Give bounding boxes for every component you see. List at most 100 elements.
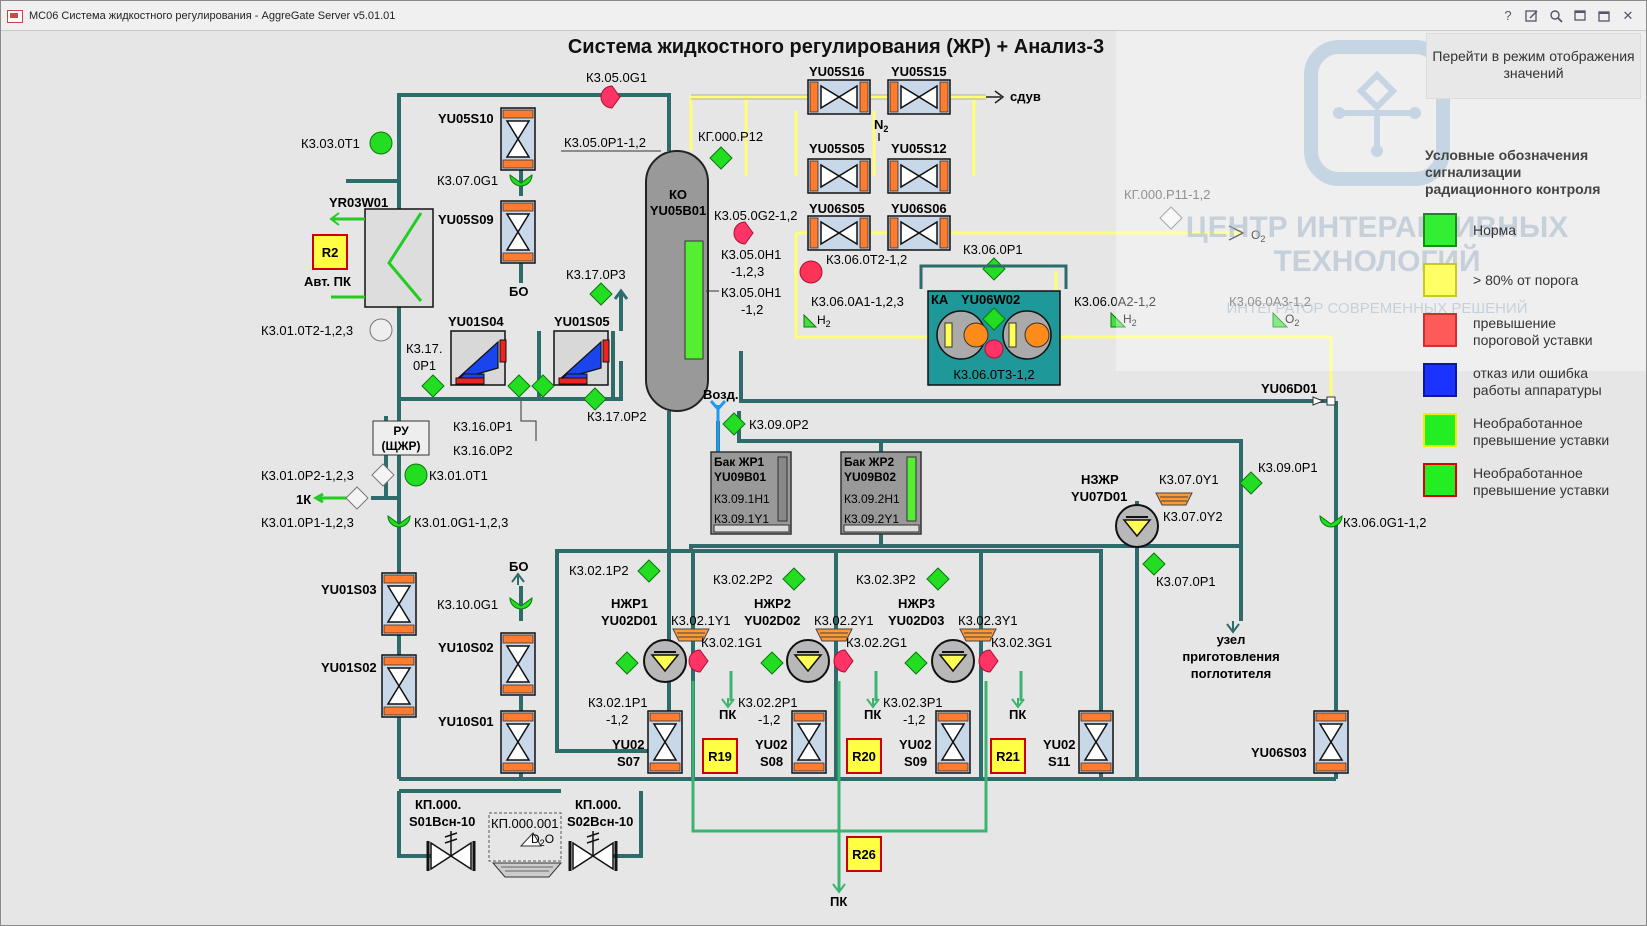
valve-yu10s02[interactable] — [500, 632, 536, 696]
flow-sensor-k3050g1[interactable] — [600, 85, 621, 109]
relief-valve-s01[interactable] — [426, 831, 476, 871]
alarm-r26[interactable] — [846, 836, 882, 872]
temp-sensor-k3060t3[interactable] — [984, 339, 1004, 359]
valve-yu10s01[interactable] — [500, 710, 536, 774]
schematic: Система жидкостного регулирования (ЖР) +… — [261, 36, 1568, 909]
help-button[interactable]: ? — [1504, 8, 1512, 23]
flow-sensor-k3021g1[interactable] — [688, 649, 709, 673]
pressure-sensor-k3160p2[interactable] — [531, 374, 555, 398]
pressure-sensor-k3023p2[interactable] — [926, 567, 950, 591]
pressure-sensor-k3022p2[interactable] — [782, 567, 806, 591]
flow-sensor-k3023g1[interactable] — [978, 649, 999, 673]
pressure-sensor-kg000p11[interactable] — [1159, 206, 1183, 230]
label-yu06s06: YU06S06 — [891, 201, 947, 216]
label-k3050h1b2: -1,2 — [741, 302, 763, 317]
minimize-button[interactable] — [1570, 7, 1590, 25]
label-k3070y1: К3.07.0Y1 — [1159, 472, 1219, 487]
pump-yu01s04[interactable] — [450, 330, 507, 386]
restore-button[interactable] — [1594, 7, 1614, 25]
alarm-r19[interactable] — [702, 738, 738, 774]
pressure-sensor-k3060p1[interactable] — [982, 257, 1006, 281]
pump-yu02d03[interactable] — [931, 639, 975, 683]
label-k3022p2: К3.02.2P2 — [713, 572, 773, 587]
label-k3091y1: К3.09.1Y1 — [714, 512, 769, 526]
pump-yu02d02[interactable] — [786, 639, 830, 683]
valve-yu06s05[interactable] — [807, 215, 871, 251]
label-yu02d03: YU02D03 — [888, 613, 944, 628]
alarm-r21[interactable] — [990, 738, 1026, 774]
pressure-sensor-k3023p1[interactable] — [904, 651, 928, 675]
valve-yu06s06[interactable] — [887, 215, 951, 251]
pump-yu02d01[interactable] — [643, 639, 687, 683]
edit-button[interactable] — [1522, 7, 1542, 25]
pressure-sensor-k3022p1[interactable] — [760, 651, 784, 675]
pressure-sensor-k3170p2[interactable] — [583, 387, 607, 411]
legend-swatch — [1423, 463, 1457, 497]
switch-mode-button[interactable]: Перейти в режим отображения значений — [1426, 33, 1641, 99]
flow-sensor-k3050g2[interactable] — [733, 221, 754, 245]
label-shzhr: (ЩЖР) — [381, 439, 420, 453]
valve-yu01s02[interactable] — [381, 654, 417, 718]
arrow-pk2 — [866, 698, 880, 709]
valve-yu06s03[interactable] — [1313, 710, 1349, 774]
alarm-r2[interactable] — [312, 234, 348, 270]
valve-yu01s03[interactable] — [381, 572, 417, 636]
level-sensor-k3070y1[interactable] — [1155, 492, 1193, 506]
label-s11: S11 — [1048, 754, 1070, 769]
valve-yu02s11[interactable] — [1078, 710, 1114, 774]
label-uzel2: приготовления — [1182, 649, 1279, 664]
ka-reactor-right-core — [1024, 322, 1050, 348]
pressure-sensor-k3021p1[interactable] — [615, 651, 639, 675]
valve-yu02s07[interactable] — [647, 710, 683, 774]
label-yu05s05: YU05S05 — [809, 141, 865, 156]
pressure-sensor-kg000p12[interactable] — [709, 146, 733, 170]
drain-tank-lines — [501, 866, 553, 872]
valve-yu05s10[interactable] — [500, 107, 536, 171]
label-yu02d01: YU02D01 — [601, 613, 657, 628]
flow-sensor-k3060g1[interactable] — [1319, 515, 1343, 528]
valve-yu05s12[interactable] — [887, 158, 951, 194]
valve-yu02s08[interactable] — [791, 710, 827, 774]
label-pk-bottom: ПК — [830, 894, 847, 909]
ka-reactor-right-bar — [1008, 322, 1017, 348]
pressure-sensor-k3010p2[interactable] — [371, 463, 395, 487]
valve-yu05s15[interactable] — [887, 79, 951, 115]
pressure-sensor-k3070p1[interactable] — [1142, 552, 1166, 576]
close-button[interactable]: ✕ — [1622, 8, 1634, 23]
pressure-sensor-k3090p2[interactable] — [722, 412, 746, 436]
temp-sensor-k3010t2[interactable] — [369, 318, 393, 342]
pressure-sensor-k3090p1[interactable] — [1239, 471, 1263, 495]
label-s09: S09 — [904, 754, 927, 769]
analyzer-k3060a2[interactable] — [1110, 311, 1127, 328]
tank-kp000001[interactable] — [488, 812, 562, 862]
analyzer-k3060a1[interactable] — [803, 313, 818, 328]
control-panel-ru[interactable] — [372, 420, 430, 456]
temp-sensor-k3030t1[interactable] — [369, 131, 393, 155]
pressure-sensor-k3170p3[interactable] — [589, 282, 613, 306]
pressure-sensor-k3170p1[interactable] — [421, 374, 445, 398]
label-yu02-s07: YU02 — [612, 737, 645, 752]
temp-sensor-k3060t2[interactable] — [799, 260, 823, 284]
valve-yu02s09[interactable] — [935, 710, 971, 774]
label-yu05s16: YU05S16 — [809, 64, 865, 79]
label-nzhr3: НЖР3 — [898, 596, 935, 611]
temp-sensor-k3010t1[interactable] — [404, 463, 428, 487]
analyzer-k3060a3[interactable] — [1272, 311, 1289, 328]
alarm-r20[interactable] — [846, 738, 882, 774]
pressure-sensor-k3021p2[interactable] — [637, 559, 661, 583]
pump-yu07d01[interactable] — [1115, 504, 1159, 548]
valve-yu05s09[interactable] — [500, 200, 536, 264]
label-s07: S07 — [617, 754, 640, 769]
pressure-sensor-k3160p1[interactable] — [507, 374, 531, 398]
pump-yu01s05[interactable] — [553, 330, 610, 386]
label-k3060t3: К3.06.0T3-1,2 — [953, 367, 1034, 382]
heat-exchanger-yr03w01[interactable] — [364, 208, 434, 308]
flow-sensor-k3022g1[interactable] — [833, 649, 854, 673]
valve-yu05s05[interactable] — [807, 158, 871, 194]
label-vozd: Возд. — [703, 387, 738, 402]
pressure-sensor-k3010p1[interactable] — [345, 486, 369, 510]
valve-yu05s16[interactable] — [807, 79, 871, 115]
zoom-button[interactable] — [1546, 7, 1566, 25]
restore-icon — [1598, 11, 1610, 22]
relief-valve-s02[interactable] — [568, 831, 618, 871]
